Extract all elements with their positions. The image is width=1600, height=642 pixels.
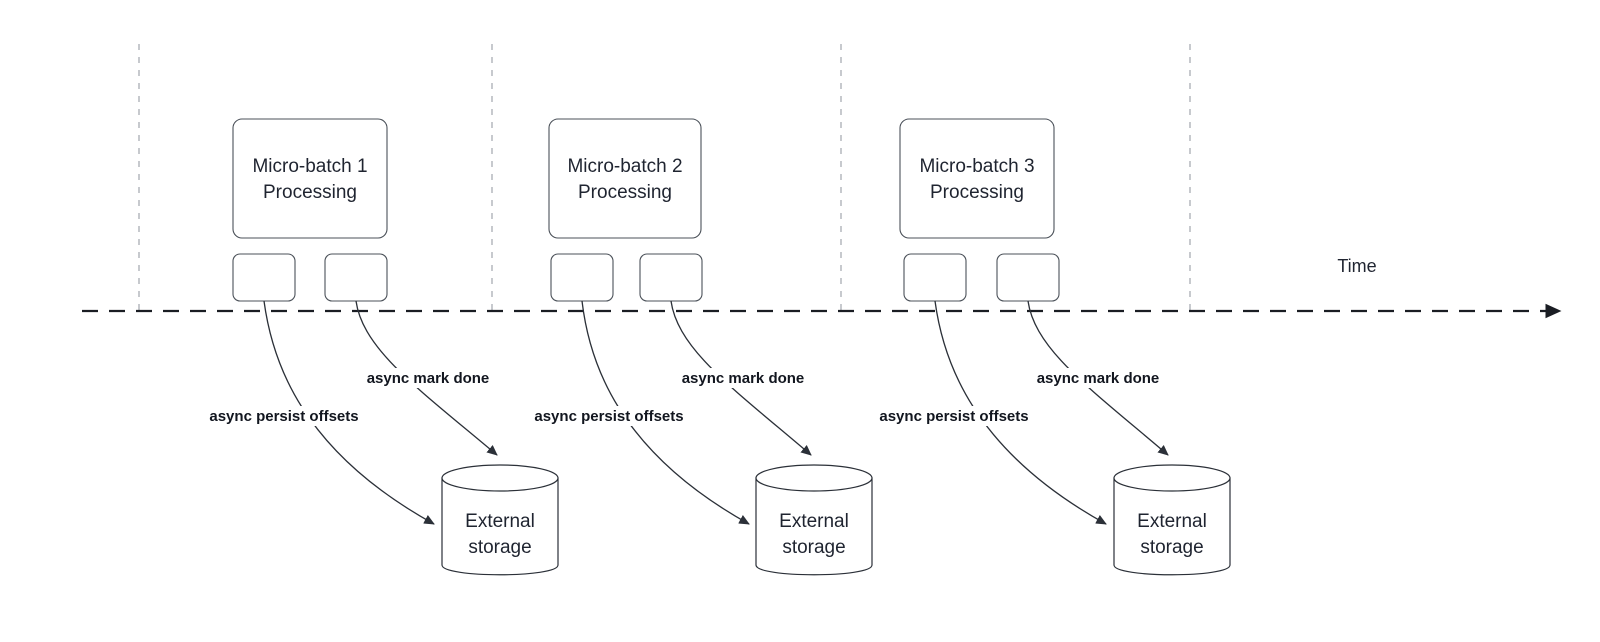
group-1: Micro-batch 1 Processing async persist o… <box>196 118 559 576</box>
group-2: Micro-batch 2 Processing async persist o… <box>521 118 873 576</box>
micro-batch-1-markdone-label: async mark done <box>367 370 490 387</box>
micro-batch-1-box[interactable] <box>232 118 388 239</box>
micro-batch-3-box[interactable] <box>899 118 1055 239</box>
external-storage-3-label-line2: storage <box>1140 537 1203 558</box>
external-storage-1-label-line1: External <box>465 511 535 532</box>
external-storage-1[interactable]: External storage <box>441 464 559 576</box>
external-storage-3[interactable]: External storage <box>1113 464 1231 576</box>
micro-batch-1-persist-label-bg <box>196 406 373 426</box>
group-3: Micro-batch 3 Processing async persist o… <box>866 118 1231 576</box>
micro-batch-3-label-line1: Micro-batch 3 <box>919 156 1034 177</box>
micro-batch-3-label-line2: Processing <box>930 182 1024 203</box>
micro-batch-2-box[interactable] <box>548 118 702 239</box>
micro-batch-2-label-line2: Processing <box>578 182 672 203</box>
micro-batch-3-persist-label: async persist offsets <box>879 408 1028 425</box>
micro-batch-2-persist-label-bg <box>521 406 698 426</box>
micro-batch-1-persist-label: async persist offsets <box>209 408 358 425</box>
micro-batch-3-task-box-2[interactable] <box>996 253 1060 302</box>
time-axis-label: Time <box>1337 256 1376 276</box>
external-storage-3-label-line1: External <box>1137 511 1207 532</box>
micro-batch-1-task-box-2[interactable] <box>324 253 388 302</box>
micro-batch-3-persist-label-bg <box>866 406 1043 426</box>
micro-batch-3-markdone-label-bg <box>1030 368 1168 388</box>
micro-batch-1-markdone-label-bg <box>360 368 498 388</box>
micro-batch-2-markdone-label: async mark done <box>682 370 805 387</box>
micro-batch-3-task-box-1[interactable] <box>903 253 967 302</box>
micro-batch-2-markdone-label-bg <box>675 368 813 388</box>
micro-batch-3-markdone-label: async mark done <box>1037 370 1160 387</box>
micro-batch-1-label-line2: Processing <box>263 182 357 203</box>
micro-batch-1-label-line1: Micro-batch 1 <box>252 156 367 177</box>
micro-batch-1-task-box-1[interactable] <box>232 253 296 302</box>
micro-batch-2-persist-label: async persist offsets <box>534 408 683 425</box>
external-storage-2[interactable]: External storage <box>755 464 873 576</box>
separator-group <box>138 44 1191 311</box>
micro-batch-2-task-box-2[interactable] <box>639 253 703 302</box>
micro-batch-2-task-box-1[interactable] <box>550 253 614 302</box>
micro-batch-2-label-line1: Micro-batch 2 <box>567 156 682 177</box>
external-storage-2-label-line2: storage <box>782 537 845 558</box>
external-storage-1-label-line2: storage <box>468 537 531 558</box>
external-storage-2-label-line1: External <box>779 511 849 532</box>
